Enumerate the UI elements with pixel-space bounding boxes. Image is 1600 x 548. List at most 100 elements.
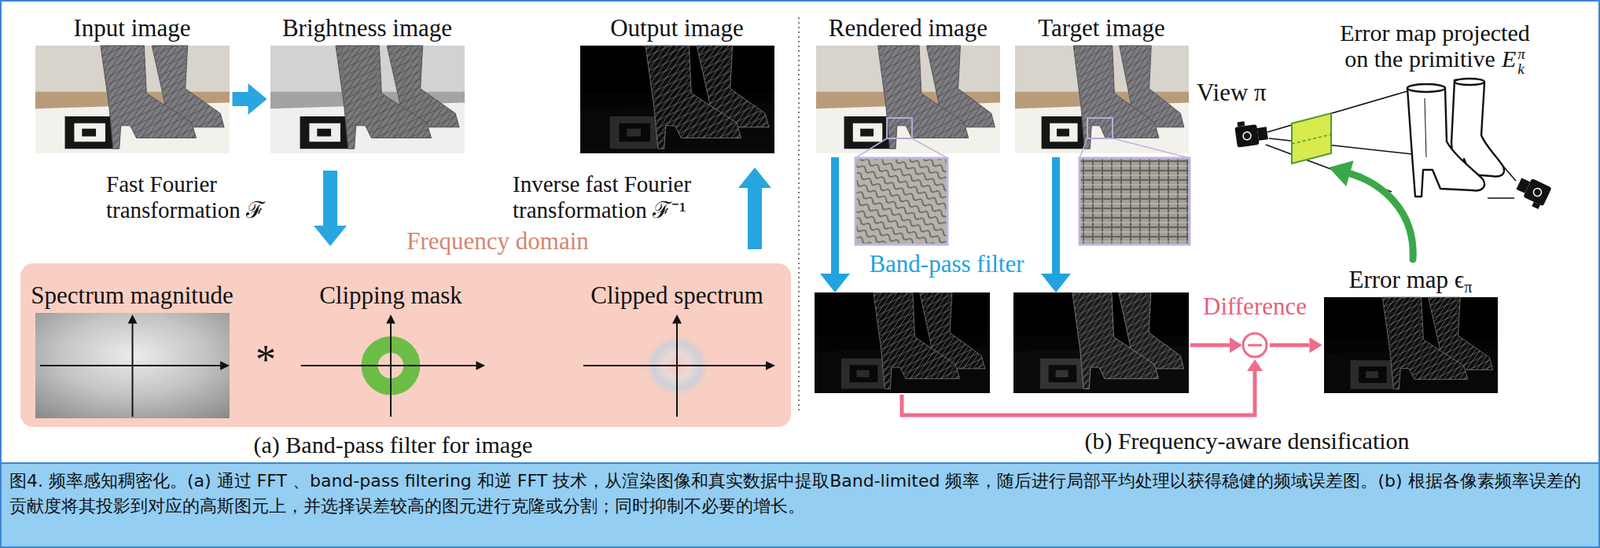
zoom-inset bbox=[816, 45, 1001, 154]
heading-text: Error map projected on the primitive bbox=[1339, 19, 1531, 72]
shape-rect bbox=[626, 128, 641, 137]
difference-arrow bbox=[1190, 337, 1243, 354]
shape-polygon bbox=[765, 360, 776, 370]
panel-image bbox=[35, 45, 230, 154]
band-pass-arrow bbox=[1040, 157, 1071, 293]
camera-icon bbox=[1234, 117, 1269, 148]
panel-image bbox=[580, 45, 775, 154]
camera-icon bbox=[1512, 174, 1553, 211]
image-panel: Clipping mask bbox=[296, 278, 486, 419]
frequency-band: Frequency domainSpectrum magnitudeClippi… bbox=[20, 263, 791, 427]
shape-rect bbox=[1234, 124, 1259, 148]
shape-line bbox=[1291, 134, 1332, 144]
view-label: View π bbox=[1196, 78, 1284, 107]
heading-line: Rendered image bbox=[828, 11, 988, 46]
shape-path bbox=[1040, 358, 1086, 389]
shape-path bbox=[873, 292, 960, 390]
shape-path bbox=[299, 116, 350, 149]
shape-path bbox=[1073, 45, 1159, 149]
shape-polygon bbox=[1229, 337, 1243, 354]
arrow-line bbox=[1269, 343, 1310, 348]
shape-polygon bbox=[127, 314, 137, 324]
shape-rect bbox=[81, 128, 96, 137]
heading-line: Clipped spectrum bbox=[590, 278, 764, 313]
shape-line bbox=[1268, 138, 1413, 155]
panel-caption: (a) Band-pass filter for image bbox=[157, 431, 629, 459]
shape-path bbox=[644, 45, 741, 149]
shape-path bbox=[99, 45, 196, 149]
band-heading: Frequency domain bbox=[406, 227, 589, 256]
block-arrow bbox=[232, 83, 268, 115]
shape-path bbox=[99, 45, 196, 149]
image-panel: Spectrum magnitude bbox=[25, 278, 239, 419]
zoom-inset bbox=[1015, 45, 1189, 154]
panel-image bbox=[35, 312, 230, 419]
shape-path bbox=[334, 45, 431, 149]
difference-circle: Difference bbox=[1241, 331, 1269, 359]
image-panel: Input image bbox=[35, 11, 230, 154]
shape-polygon bbox=[386, 314, 396, 324]
connector-arrow bbox=[1328, 160, 1413, 260]
panel-image bbox=[1015, 45, 1189, 154]
heading-text: Rendered image bbox=[828, 14, 988, 42]
figure-caption: 图4. 频率感知稠密化。(a) 通过 FFT 、band-pass filter… bbox=[9, 468, 1589, 519]
heading-line: Output image bbox=[610, 11, 744, 46]
script-stack: πk bbox=[1517, 46, 1526, 77]
shape-line bbox=[1247, 344, 1262, 347]
shape-rect bbox=[886, 117, 913, 139]
shape-rect bbox=[1079, 158, 1190, 245]
difference-arrow bbox=[901, 359, 1263, 416]
shape-path bbox=[1072, 292, 1159, 390]
panel-caption: (b) Frequency-aware densification bbox=[1011, 427, 1483, 455]
shape-path bbox=[1382, 297, 1468, 390]
edge-label: Inverse fast Fourier transformation ℱ⁻¹ bbox=[512, 171, 733, 225]
shape-path bbox=[1382, 297, 1468, 390]
shape-path bbox=[1382, 297, 1468, 390]
heading-line: Clipping mask bbox=[319, 278, 463, 313]
shape-path bbox=[334, 45, 431, 149]
heading-text: Clipping mask bbox=[319, 281, 463, 309]
shape-polygon bbox=[672, 314, 682, 324]
shape-path bbox=[99, 45, 196, 149]
shape-ellipse bbox=[1407, 84, 1446, 92]
superscript: π bbox=[1517, 46, 1526, 62]
panel-heading: Spectrum magnitude bbox=[25, 278, 239, 313]
shape-line bbox=[1079, 138, 1088, 159]
heading-line: Spectrum magnitude bbox=[30, 278, 233, 313]
heading-line: Target image bbox=[1037, 11, 1166, 46]
image-panel: Output image bbox=[580, 11, 775, 154]
panel-image bbox=[816, 45, 1001, 154]
shape-path bbox=[1072, 292, 1159, 390]
shape-line bbox=[583, 364, 768, 367]
panel-image bbox=[1324, 297, 1498, 394]
difference-heading: Difference bbox=[1202, 292, 1307, 321]
shape-path bbox=[609, 116, 659, 149]
shape-line bbox=[1051, 157, 1060, 276]
panel-heading: Output image bbox=[580, 11, 775, 46]
block-arrow bbox=[738, 167, 772, 250]
shape-polygon bbox=[1246, 359, 1263, 372]
boot-drawing bbox=[1407, 78, 1505, 197]
shape-rect bbox=[1531, 202, 1541, 210]
shape-path bbox=[878, 45, 969, 149]
shape-polygon bbox=[475, 360, 486, 370]
shape-circle bbox=[1243, 333, 1267, 357]
shape-path bbox=[644, 45, 741, 149]
shape-rect bbox=[855, 158, 948, 245]
shape-path bbox=[64, 116, 115, 149]
panel-image bbox=[270, 45, 465, 154]
heading-text: Spectrum magnitude bbox=[30, 281, 233, 309]
panel-heading: Rendered image bbox=[816, 11, 1001, 46]
shape-path bbox=[878, 45, 969, 149]
heading-text: Brightness image bbox=[282, 14, 453, 42]
shape-line bbox=[39, 364, 221, 367]
shape-rect bbox=[1055, 370, 1069, 378]
arrow-head bbox=[1328, 160, 1354, 187]
shape-rect bbox=[860, 128, 874, 137]
shape-line bbox=[301, 364, 479, 367]
shape-path bbox=[1073, 45, 1159, 149]
shape-rect bbox=[35, 45, 230, 154]
heading-text: Input image bbox=[73, 14, 192, 42]
shape-rect bbox=[1087, 117, 1113, 139]
shape-circle bbox=[1532, 187, 1543, 198]
